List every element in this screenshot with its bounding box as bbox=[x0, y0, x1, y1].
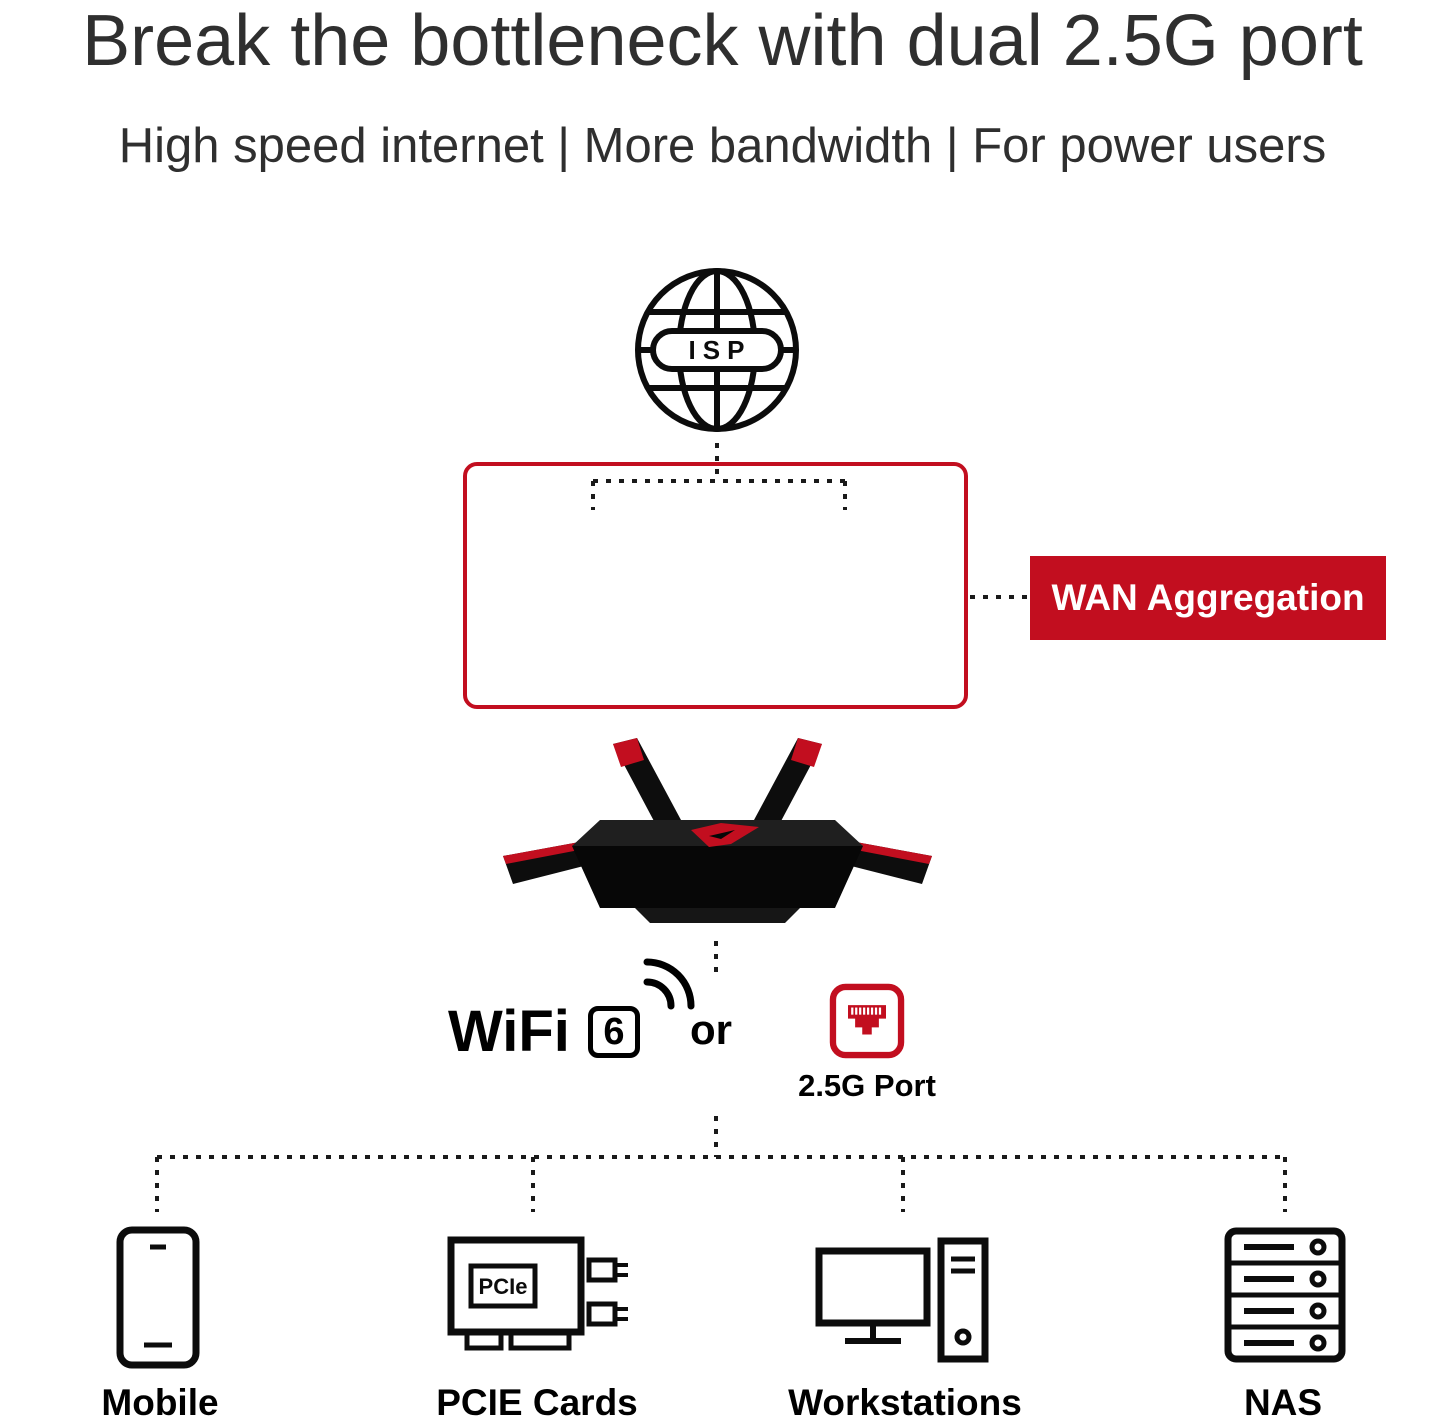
wan-ports-box bbox=[463, 462, 968, 709]
pcie-card-icon: PCIe bbox=[447, 1236, 628, 1351]
monitor-outline bbox=[815, 1247, 931, 1327]
isp-globe-icon: ISP bbox=[635, 268, 799, 432]
router-body-front bbox=[572, 846, 863, 908]
page-title: Break the bottleneck with dual 2.5G port bbox=[82, 1, 1363, 81]
nas-server-icon bbox=[1224, 1227, 1346, 1363]
wan-aggregation-badge: WAN Aggregation bbox=[1030, 556, 1386, 640]
rog-router-illustration bbox=[503, 738, 932, 923]
device-label-nas: NAS bbox=[1243, 1382, 1323, 1423]
wifi-arcs-icon bbox=[643, 958, 695, 1010]
isp-badge-label: ISP bbox=[689, 335, 752, 365]
tower-outline bbox=[937, 1237, 989, 1363]
workstation-icon bbox=[815, 1237, 989, 1363]
wifi6-badge: 6 bbox=[588, 1006, 640, 1058]
port-25g-bottom-label: 2.5G Port bbox=[798, 1068, 936, 1103]
ethernet-port-2_5g-small-icon bbox=[829, 983, 905, 1059]
device-label-pcie: PCIE Cards bbox=[436, 1382, 638, 1423]
pcie-chip-label: PCIe bbox=[479, 1274, 528, 1299]
mobile-phone-icon bbox=[116, 1226, 200, 1369]
wifi-label: WiFi bbox=[448, 999, 570, 1064]
pcie-chip-outline bbox=[468, 1263, 538, 1309]
isp-badge bbox=[650, 328, 784, 372]
page-subtitle: High speed internet | More bandwidth | F… bbox=[118, 119, 1327, 173]
device-label-workstations: Workstations bbox=[788, 1382, 1022, 1423]
device-label-mobile: Mobile bbox=[101, 1382, 219, 1423]
or-label: or bbox=[690, 1006, 732, 1053]
